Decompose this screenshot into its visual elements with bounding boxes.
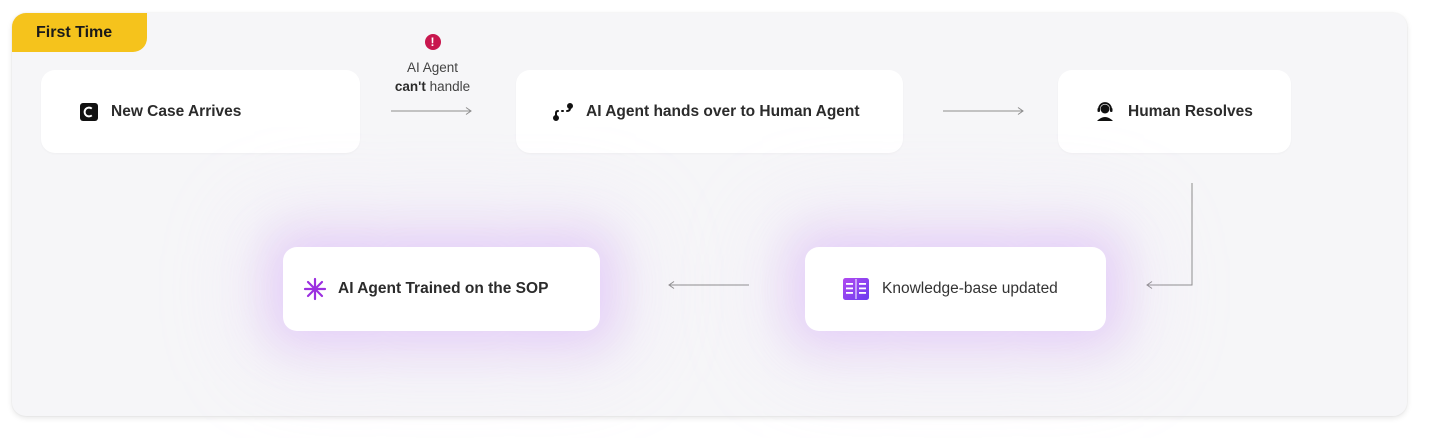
node-kb-updated: Knowledge-base updated [805,247,1106,331]
node-handover: AI Agent hands over to Human Agent [516,70,903,153]
node-kb-updated-label: Knowledge-base updated [882,280,1058,297]
book-icon [842,277,870,301]
first-time-tag: First Time [12,13,147,52]
node-human-resolves-label: Human Resolves [1128,102,1253,120]
case-icon [79,102,99,122]
headset-agent-icon [1094,101,1116,123]
node-new-case-label: New Case Arrives [111,102,242,120]
node-trained-label: AI Agent Trained on the SOP [338,280,549,297]
node-new-case: New Case Arrives [41,70,360,153]
node-handover-label: AI Agent hands over to Human Agent [586,102,860,120]
handover-icon [552,101,574,123]
handoff-note: ! AI Agent can't handle [385,34,480,96]
note-line2: can't handle [394,79,471,94]
node-trained: AI Agent Trained on the SOP [283,247,600,331]
note-line1: AI Agent [406,60,459,75]
alert-icon: ! [424,34,441,50]
sparkle-icon [303,277,327,301]
node-human-resolves: Human Resolves [1058,70,1291,153]
